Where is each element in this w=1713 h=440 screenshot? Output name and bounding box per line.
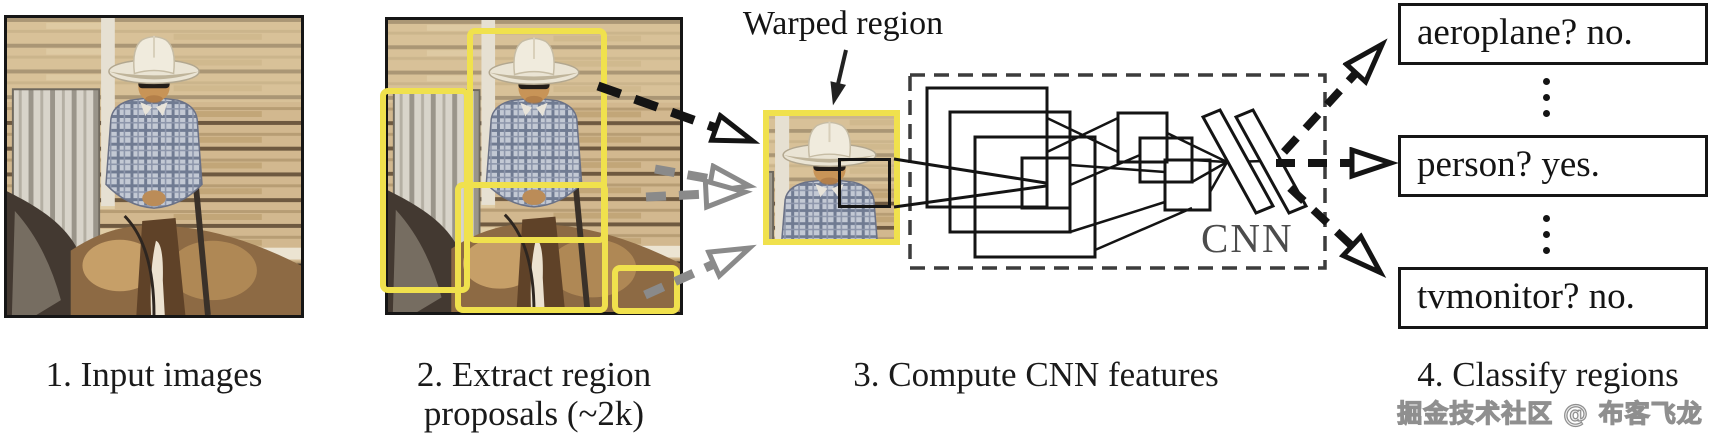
region-proposal-box bbox=[467, 28, 607, 243]
classification-result-tvmonitor: tvmonitor? no. bbox=[1398, 267, 1708, 329]
receptive-field-box bbox=[838, 158, 891, 208]
classification-result-aeroplane: aeroplane? no. bbox=[1398, 3, 1708, 65]
stage2-caption-line2: proposals (~2k) bbox=[423, 393, 645, 433]
feature-map-layer bbox=[925, 86, 1049, 209]
cowboy-photo-illustration bbox=[7, 18, 301, 315]
classification-result-person: person? yes. bbox=[1398, 135, 1708, 197]
stage1-caption: 1. Input images bbox=[45, 355, 263, 394]
warped-region-label: Warped region bbox=[742, 5, 944, 42]
region-proposals-image bbox=[380, 17, 683, 315]
stage3-caption: 3. Compute CNN features bbox=[853, 355, 1219, 394]
feature-map-window bbox=[1020, 156, 1072, 210]
vertical-ellipsis-icon bbox=[1541, 78, 1551, 117]
watermark: 掘金技术社区 @ 布客飞龙 bbox=[1397, 398, 1703, 428]
warped-region-image bbox=[763, 110, 900, 245]
fc-layer-slab bbox=[1200, 108, 1276, 215]
region-proposal-box bbox=[612, 265, 680, 314]
receptive-field-projection-lines bbox=[893, 157, 1047, 209]
stage4-caption: 4. Classify regions bbox=[1417, 355, 1679, 394]
input-image bbox=[4, 15, 304, 318]
cnn-label: CNN bbox=[1201, 215, 1294, 261]
stage2-caption-line1: 2. Extract region bbox=[416, 355, 652, 394]
warped-region-pointer-arrow bbox=[830, 49, 848, 106]
feature-map-layer bbox=[1163, 158, 1212, 212]
feature-map-layer bbox=[973, 135, 1097, 259]
feature-map-layer bbox=[1116, 111, 1169, 164]
fc-layer-slab bbox=[1233, 108, 1309, 215]
stage2-caption: 2. Extract region proposals (~2k) bbox=[385, 355, 683, 433]
feature-map-layer bbox=[1138, 136, 1194, 184]
feature-map-layer bbox=[948, 110, 1072, 234]
region-proposal-box bbox=[455, 182, 608, 313]
vertical-ellipsis-icon bbox=[1541, 215, 1551, 254]
